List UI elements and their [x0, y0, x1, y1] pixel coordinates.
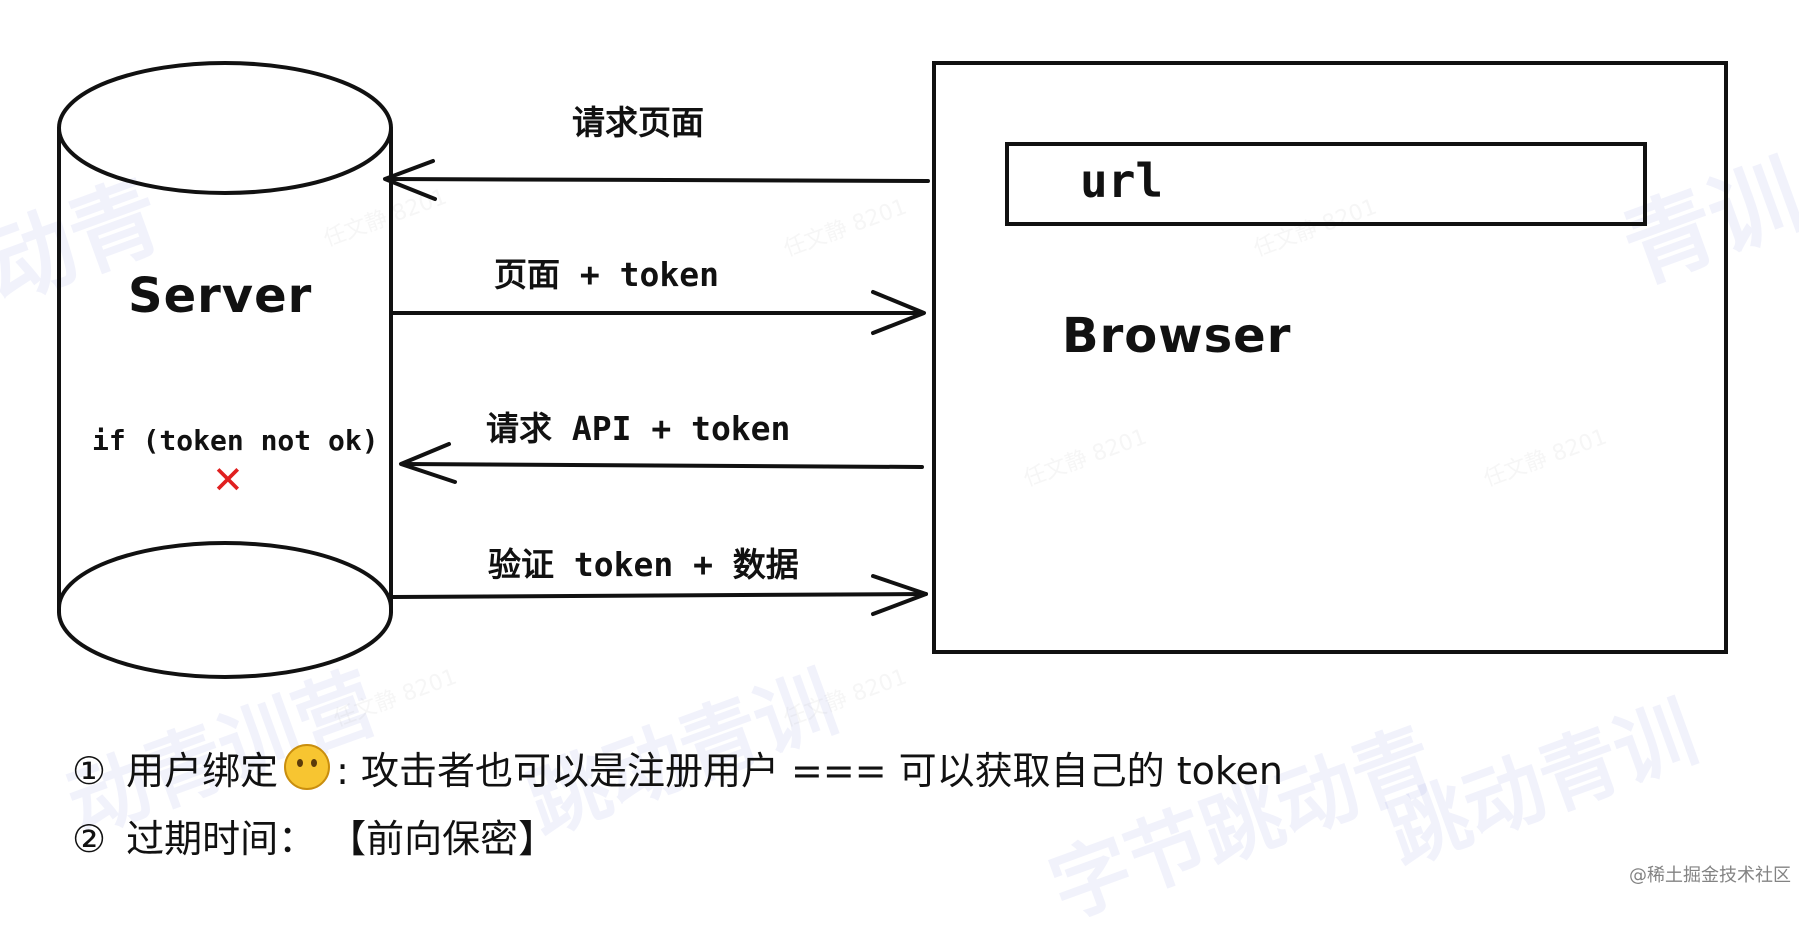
diagram-canvas: 动青 青训 动青训营 跳动青训 字节跳动青 跳动青训 任文静 8201 任文静 …: [0, 61, 1799, 936]
diagram-shapes: [57, 61, 1728, 679]
thinking-face-icon: [284, 744, 331, 790]
url-label: url: [1080, 154, 1164, 208]
url-bar: [1005, 142, 1647, 226]
browser-window: [932, 61, 1728, 654]
server-cylinder: [57, 61, 393, 679]
arrow-label-request-api-token: 请求 API + token: [486, 409, 791, 448]
reject-mark: ✕: [212, 458, 244, 502]
server-label: Server: [128, 268, 313, 324]
note-text: 过期时间： 【前向保密】: [126, 817, 557, 861]
arrow-label-request-page: 请求页面: [572, 103, 704, 142]
arrow-page-token: [391, 290, 926, 335]
arrow-request-api-token: [399, 442, 924, 484]
note-binding: ① 用户绑定 : 攻击者也可以是注册用户 === 可以获取自己的 token: [72, 740, 1283, 795]
note-number: ①: [72, 749, 107, 793]
note-text: 用户绑定: [126, 749, 279, 793]
arrow-label-page-token: 页面 + token: [494, 255, 719, 294]
browser-label: Browser: [1062, 308, 1292, 364]
note-text: : 攻击者也可以是注册用户 === 可以获取自己的 token: [336, 749, 1283, 793]
note-number: ②: [72, 817, 107, 861]
note-expiry: ② 过期时间： 【前向保密】: [72, 808, 556, 863]
cylinder-bottom-front: [57, 610, 393, 679]
source-credit: @稀土掘金技术社区: [1629, 865, 1791, 886]
condition-text: if (token not ok): [92, 424, 379, 457]
arrow-verify-token-data: [391, 574, 928, 616]
browser-frame: [932, 61, 1728, 654]
cylinder-bottom-back: [57, 541, 393, 610]
cylinder-top: [57, 61, 393, 195]
arrow-label-verify-token-data: 验证 token + 数据: [488, 545, 799, 584]
arrow-request-page: [383, 159, 930, 201]
